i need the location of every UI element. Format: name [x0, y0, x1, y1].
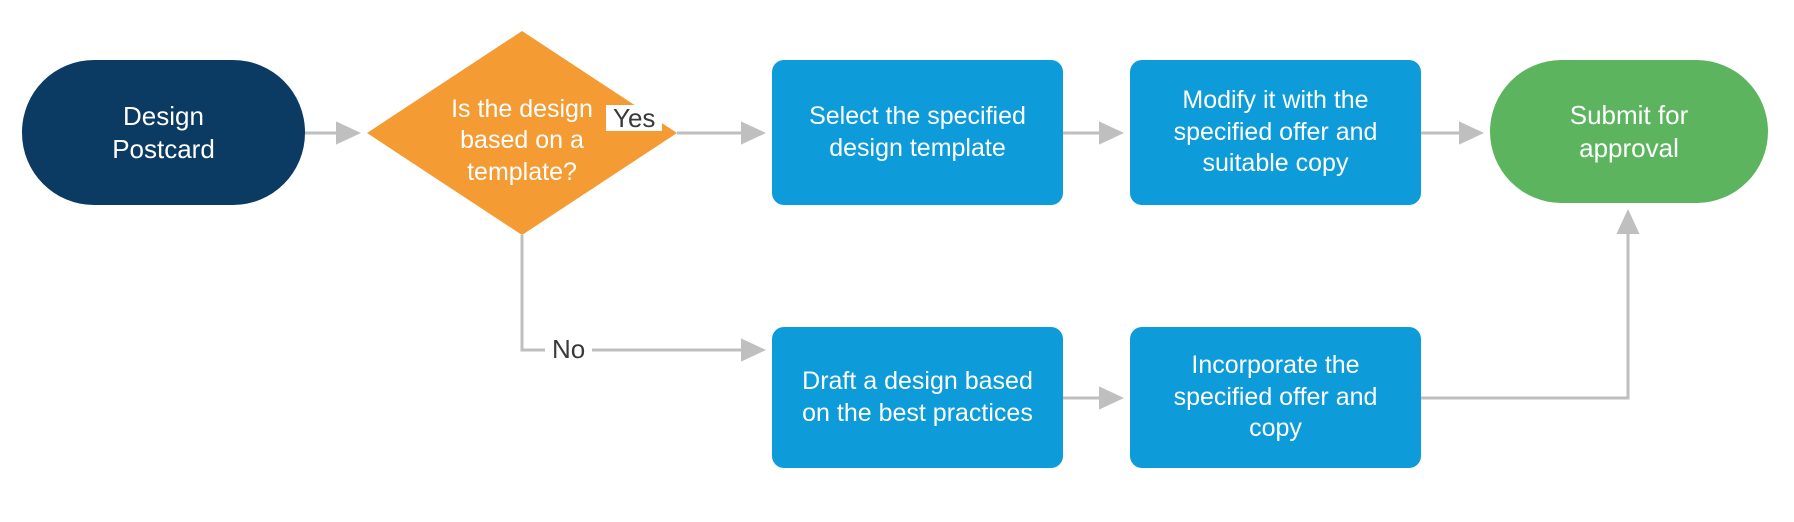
edge-incorporate-to-submit	[1421, 209, 1640, 400]
node-start-design-postcard[interactable]: Design Postcard	[22, 60, 305, 205]
edge-label-no: No	[545, 336, 593, 362]
node-draft-design-best-practices[interactable]: Draft a design based on the best practic…	[772, 327, 1063, 468]
node-incorporate-offer-copy[interactable]: Incorporate the specified offer and copy	[1130, 327, 1421, 468]
node-select-design-template[interactable]: Select the specified design template	[772, 60, 1063, 205]
node-select-template-label: Select the specified design template	[809, 102, 1026, 162]
node-incorporate-offer-label: Incorporate the specified offer and copy	[1173, 351, 1378, 443]
node-submit-for-approval[interactable]: Submit for approval	[1490, 60, 1768, 203]
node-submit-approval-label: Submit for approval	[1569, 99, 1689, 163]
node-decision-label: Is the design based on a template?	[451, 94, 593, 186]
node-modify-offer-copy[interactable]: Modify it with the specified offer and s…	[1130, 60, 1421, 205]
edge-decision-no	[520, 235, 766, 362]
node-modify-offer-label: Modify it with the specified offer and s…	[1173, 86, 1378, 178]
node-decision-template[interactable]: Is the design based on a template?	[367, 31, 677, 235]
node-draft-design-label: Draft a design based on the best practic…	[802, 367, 1033, 427]
node-start-label: Design Postcard	[112, 100, 215, 164]
edge-label-yes: Yes	[606, 105, 663, 131]
diamond-shape	[367, 31, 677, 235]
